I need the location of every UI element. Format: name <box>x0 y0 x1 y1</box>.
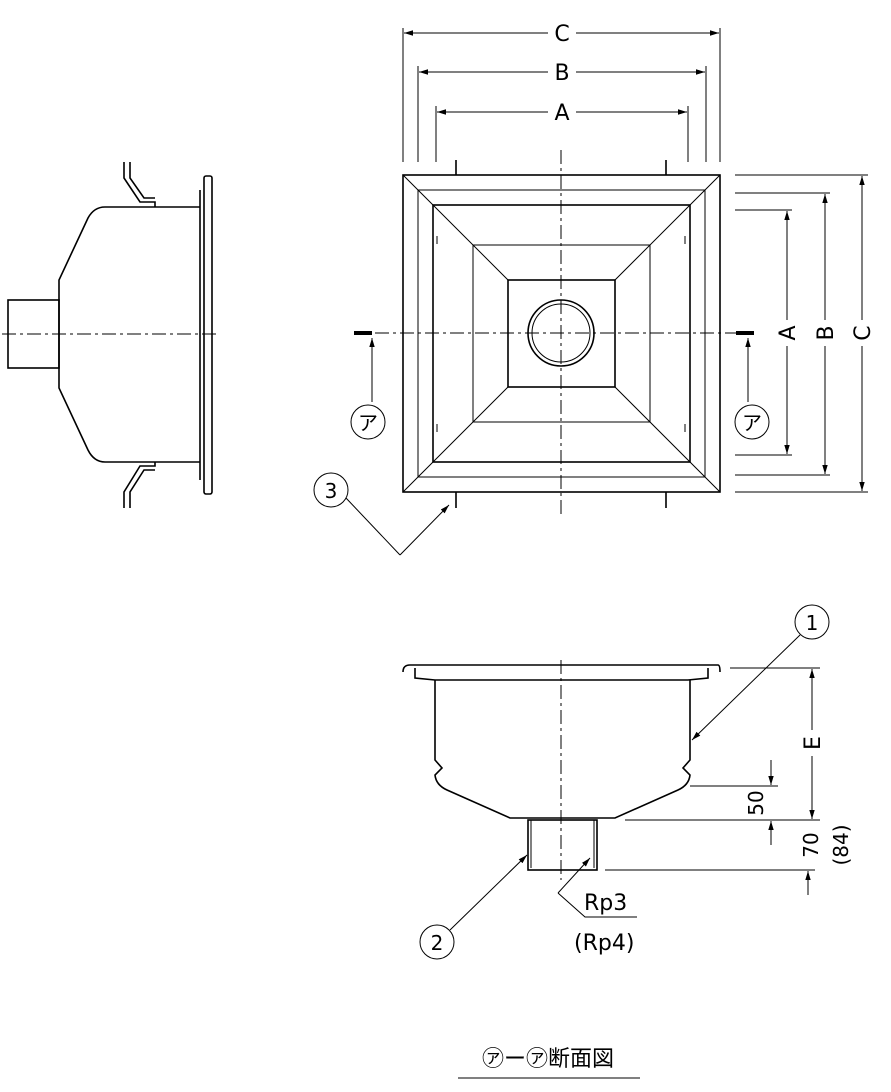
svg-text:2: 2 <box>431 931 444 955</box>
dim-70: 70 <box>799 832 823 857</box>
thread-primary: Rp3 <box>584 891 627 916</box>
dim-b-right: B <box>814 325 839 340</box>
dim-e: E <box>801 736 826 750</box>
dim-a: A <box>554 101 569 126</box>
dim-c: C <box>554 22 569 47</box>
svg-text:1: 1 <box>806 611 819 635</box>
dim-a-right: A <box>776 325 801 340</box>
section-mark-left: ア <box>350 404 386 440</box>
dim-c-right: C <box>851 325 876 340</box>
top-dimensions: C B A <box>402 22 721 162</box>
dim-b: B <box>554 61 569 86</box>
right-dimensions: A B C <box>735 174 876 493</box>
side-view <box>2 162 220 508</box>
dim-84: (84) <box>829 824 853 865</box>
svg-text:ア: ア <box>358 411 378 435</box>
callout-2: 2 <box>419 854 528 960</box>
svg-text:㋐ー㋐断面図: ㋐ー㋐断面図 <box>482 1047 614 1072</box>
thread-callout: Rp3 (Rp4) <box>557 857 637 956</box>
thread-alternate: (Rp4) <box>574 931 634 956</box>
caption: ㋐ー㋐断面図 <box>458 1047 640 1079</box>
callout-1: 1 <box>691 604 830 741</box>
section-mark-right: ア <box>734 404 770 440</box>
top-view <box>354 150 754 515</box>
section-view <box>402 660 721 880</box>
callout-3: 3 <box>313 472 450 556</box>
section-dimensions: E 50 70 (84) <box>605 667 853 895</box>
svg-text:3: 3 <box>325 479 338 503</box>
dim-50: 50 <box>744 790 768 815</box>
svg-text:ア: ア <box>742 411 762 435</box>
